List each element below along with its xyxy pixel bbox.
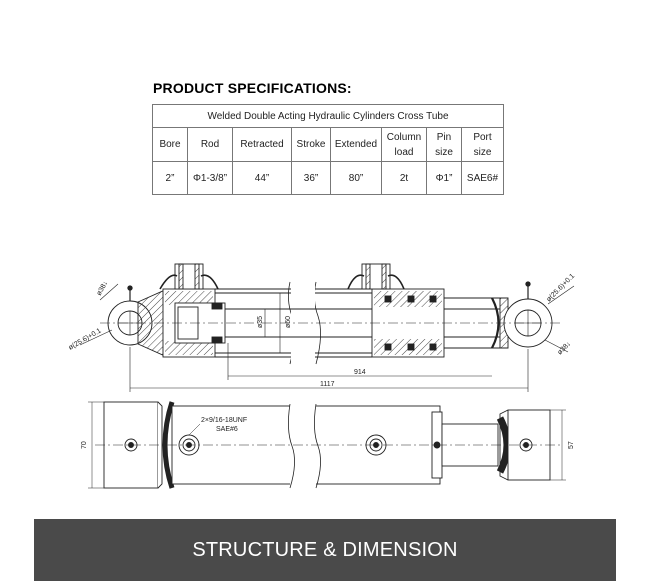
value-rod: Φ1-3/8” [187,161,233,195]
side-rear-seal [162,401,175,489]
dimension-lines [79,283,575,392]
tube-dim-label: ø60 [285,316,292,328]
banner-text: STRUCTURE & DIMENSION [192,538,458,561]
value-column-load: 2t [381,161,427,195]
right-pin-dia-label: ø38↓ [556,340,572,356]
height-left-label: 70 [81,441,88,449]
value-pin-size: Φ1” [426,161,462,195]
side-front-seal [496,416,511,474]
header-extended: Extended [330,127,382,162]
total-length-label: 1117 [320,381,335,388]
port-note-2: SAE#6 [216,426,238,433]
specifications-table: Welded Double Acting Hydraulic Cylinders… [152,104,504,195]
height-right-label: 57 [568,441,575,449]
table-row: 2” Φ1-3/8” 44” 36” 80” 2t Φ1” SAE6# [152,161,504,195]
value-port-size: SAE6# [461,161,504,195]
side-view [88,401,566,492]
header-rod: Rod [187,127,233,162]
table-caption: Welded Double Acting Hydraulic Cylinders… [152,104,504,128]
stroke-length-label: 914 [354,369,366,376]
left-pin-dia-label: ø38↓ [96,280,110,297]
header-retracted: Retracted [232,127,292,162]
value-extended: 80” [330,161,382,195]
structure-banner: STRUCTURE & DIMENSION [34,519,616,581]
left-cross-label: ø(25.6)+0.1 [68,327,103,351]
specifications-title: PRODUCT SPECIFICATIONS: [153,80,352,96]
header-bore: Bore [152,127,188,162]
value-retracted: 44” [232,161,292,195]
port-note-1: 2×9/16-18UNF [201,417,247,424]
value-stroke: 36” [291,161,331,195]
table-header-row: Bore Rod Retracted Stroke Extended Colum… [152,127,504,162]
section-view [100,263,560,365]
right-cross-label: ø(25.6)+0.1 [545,273,576,304]
bore-dim-label: ø35 [257,316,264,328]
header-stroke: Stroke [291,127,331,162]
value-bore: 2” [152,161,188,195]
cylinder-drawing: ø35 ø60 914 1117 ø38↓ ø(25.6)+0.1 ø(25.6… [68,263,576,492]
